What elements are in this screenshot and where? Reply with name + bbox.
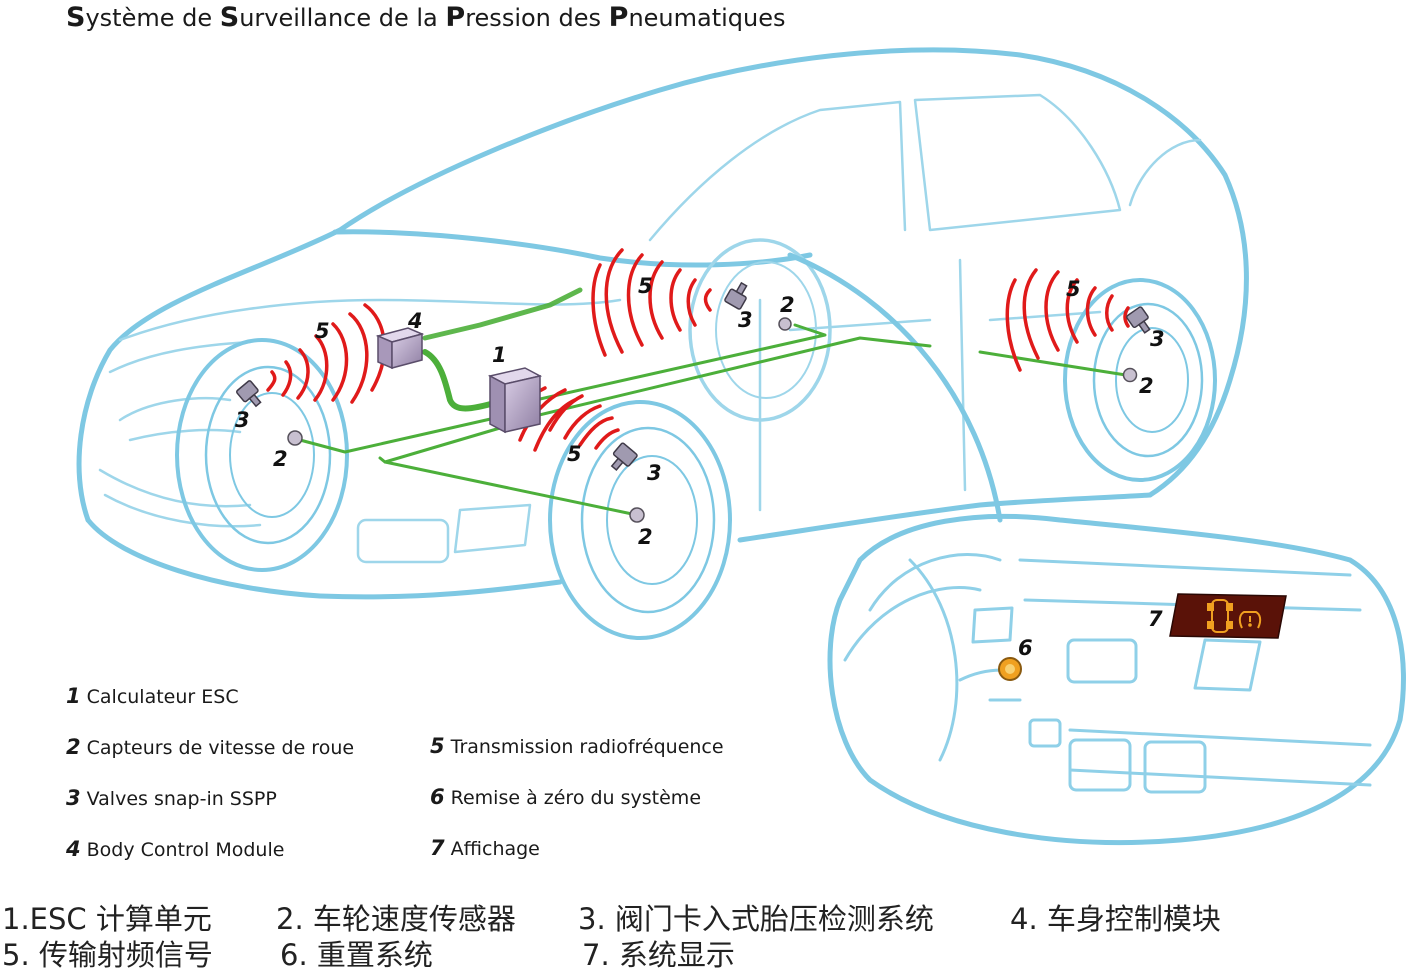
cn-legend-1: 1.ESC 计算单元 <box>2 902 212 936</box>
wiring-harness <box>298 323 1134 517</box>
legend-label: Calculateur ESC <box>86 686 239 708</box>
car-top-view-icon <box>1207 599 1233 633</box>
marker-5-fl: 5 <box>315 319 330 343</box>
legend-label: Capteurs de vitesse de roue <box>86 737 355 759</box>
cn-legend-4: 4. 车身控制模块 <box>1010 902 1221 936</box>
legend-label: Affichage <box>450 838 540 860</box>
valve-sensors <box>236 281 1151 472</box>
marker-3-rl: 3 <box>738 308 753 332</box>
reset-button <box>998 657 1022 681</box>
bcm-link <box>422 287 583 412</box>
car-outline <box>76 47 1249 600</box>
legend-label: Valves snap-in SSPP <box>86 788 277 810</box>
front-right-wheel <box>548 400 732 640</box>
marker-2-fr: 2 <box>638 525 653 549</box>
rf-waves <box>266 248 1130 452</box>
rear-left-wheel <box>688 238 832 422</box>
legend-label: Remise à zéro du système <box>450 787 702 809</box>
marker-3-fr: 3 <box>647 461 662 485</box>
marker-7: 7 <box>1148 607 1163 631</box>
cn-legend-5: 5. 传输射频信号 <box>2 938 213 972</box>
legend-num: 3 <box>66 786 81 810</box>
marker-5-rl: 5 <box>638 274 653 298</box>
title-part-2: urveillance de la <box>239 4 446 32</box>
cn-legend-6: 6. 重置系统 <box>280 938 433 972</box>
legend-num: 1 <box>66 684 81 708</box>
legend-num: 6 <box>430 785 445 809</box>
tpms-display <box>1169 593 1287 639</box>
marker-3-fl: 3 <box>235 408 250 432</box>
marker-1: 1 <box>492 343 507 367</box>
diagram-markers: 1 2 2 2 2 3 3 3 3 4 5 5 5 5 6 7 <box>235 274 1165 660</box>
wheel-speed-sensors <box>287 317 1138 523</box>
cn-legend-2: 2. 车轮速度传感器 <box>276 902 516 936</box>
legend-num: 7 <box>430 836 445 860</box>
tire-pressure-warning-icon <box>1238 611 1262 629</box>
marker-2-rr: 2 <box>1139 374 1154 398</box>
esc-module <box>487 367 543 434</box>
marker-4: 4 <box>407 309 423 333</box>
title-initial-4: P <box>608 2 629 33</box>
marker-5-fr: 5 <box>567 442 582 466</box>
front-left-wheel <box>175 338 349 572</box>
title-part-3: ression des <box>465 4 609 32</box>
bcm-module <box>375 327 425 370</box>
legend-num: 2 <box>66 735 81 759</box>
page-title: Système de Surveillance de la Pression d… <box>66 2 786 33</box>
title-part-4: neumatiques <box>628 4 786 32</box>
inset-frame <box>787 252 1406 845</box>
legend-label: Body Control Module <box>86 839 285 861</box>
legend-num: 5 <box>430 734 445 758</box>
title-initial-3: P <box>445 2 466 33</box>
dashboard-interior <box>843 552 1372 794</box>
legend-num: 4 <box>66 837 81 861</box>
cn-legend-7: 7. 系统显示 <box>582 938 735 972</box>
title-initial-1: S <box>66 2 86 33</box>
marker-2-fl: 2 <box>273 447 288 471</box>
marker-6: 6 <box>1018 636 1033 660</box>
cn-legend-3: 3. 阀门卡入式胎压检测系统 <box>578 902 934 936</box>
marker-5-rr: 5 <box>1066 277 1081 301</box>
title-part-1: ystème de <box>85 4 220 32</box>
car-detail-lines <box>98 93 1202 564</box>
title-initial-2: S <box>219 2 240 33</box>
marker-2-rl: 2 <box>780 293 795 317</box>
legend-label: Transmission radiofréquence <box>450 736 724 758</box>
rear-right-wheel <box>1063 278 1217 482</box>
marker-3-rr: 3 <box>1150 327 1165 351</box>
